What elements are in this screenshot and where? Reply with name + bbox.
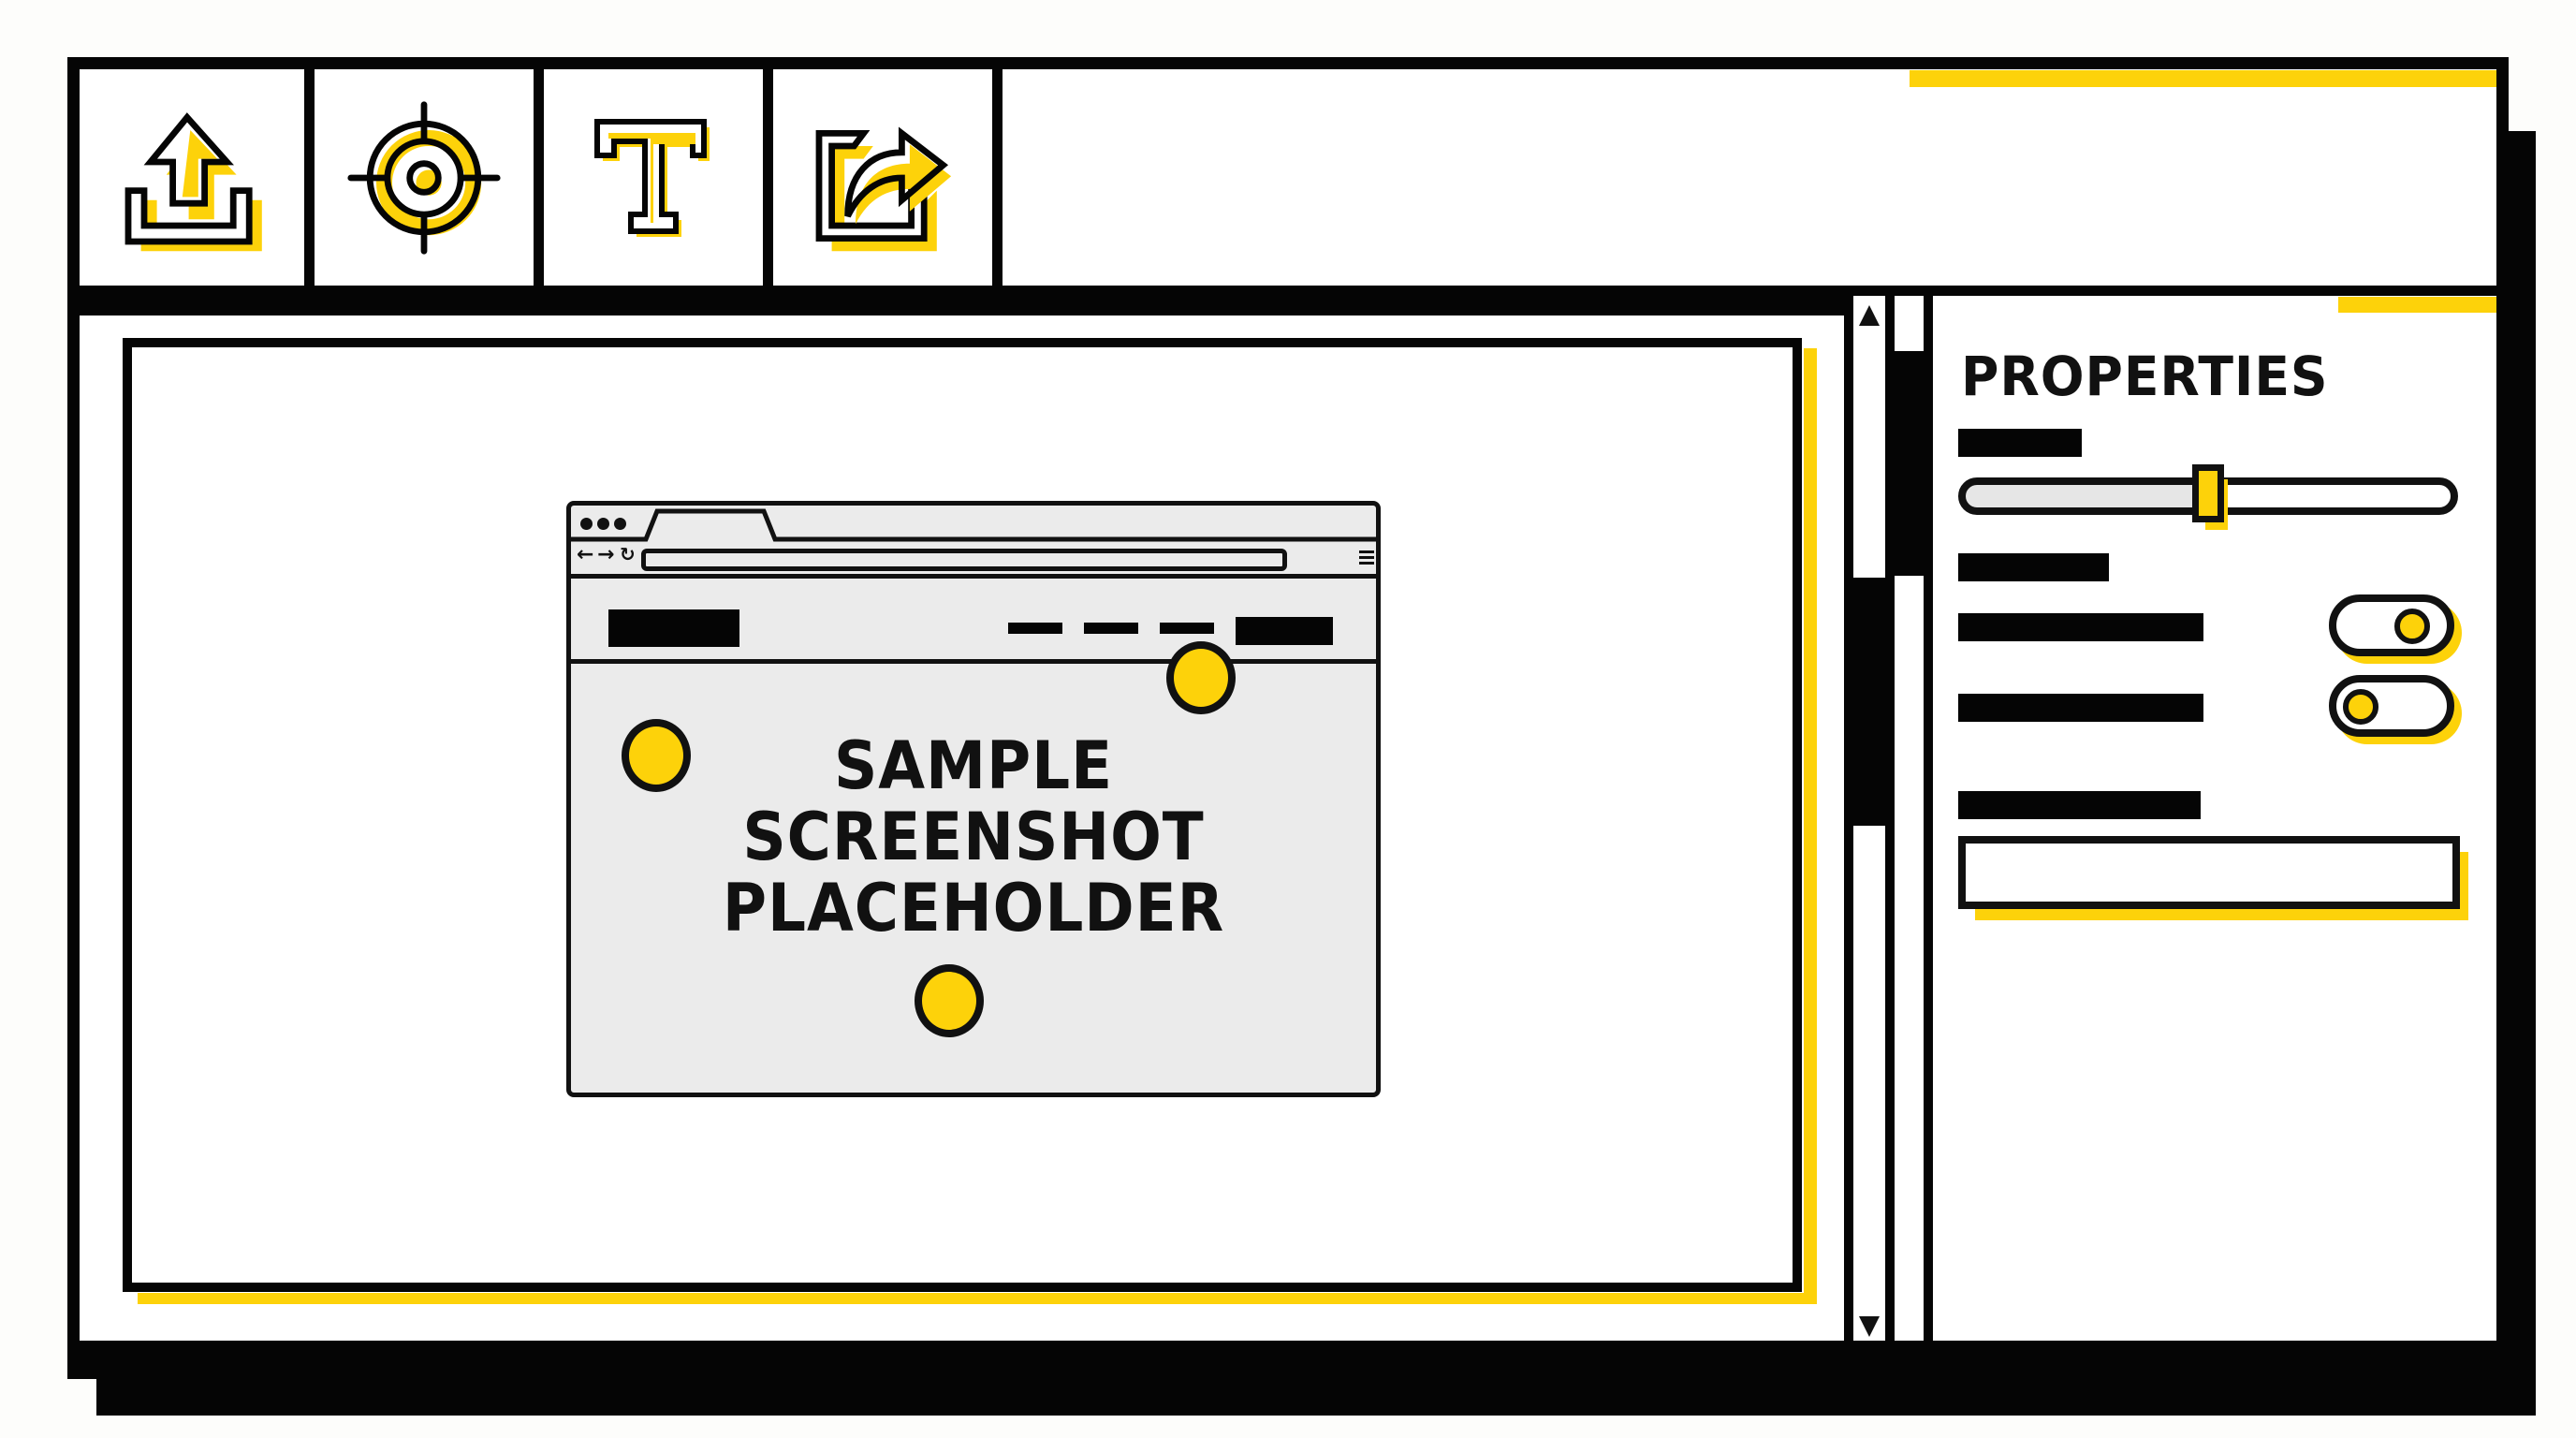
address-row: ← → ↻ — [571, 541, 1376, 579]
annotation-dot[interactable] — [622, 719, 691, 792]
scrollbar-divider — [1844, 296, 1853, 1341]
property-text-input[interactable] — [1958, 836, 2460, 909]
placeholder-text: SAMPLE SCREENSHOT PLACEHOLDER — [571, 730, 1376, 944]
toolbar-divider — [304, 69, 315, 286]
site-header — [571, 583, 1376, 664]
nav-link-bar — [1084, 623, 1138, 634]
window-dot-icon — [580, 518, 593, 530]
reload-icon: ↻ — [620, 543, 636, 565]
text-t-icon — [594, 118, 710, 237]
scroll-up-arrow-icon[interactable] — [1859, 305, 1880, 326]
placeholder-line: SCREENSHOT — [742, 799, 1205, 875]
annotation-dot[interactable] — [1166, 641, 1236, 714]
canvas-shadow-bottom — [138, 1293, 1817, 1304]
logo-block — [608, 609, 739, 647]
annotation-dot[interactable] — [915, 964, 984, 1037]
toolbar-divider — [992, 69, 1003, 286]
properties-title: PROPERTIES — [1961, 345, 2329, 408]
panel-scrollbar[interactable] — [1895, 296, 1924, 1341]
nav-link-bar — [1008, 623, 1062, 634]
url-bar — [641, 549, 1287, 571]
property-label — [1958, 694, 2203, 722]
property-label — [1958, 613, 2203, 641]
slider-thumb[interactable] — [2192, 464, 2224, 522]
share-export-icon — [815, 125, 952, 251]
toolbar-divider — [763, 69, 773, 286]
property-label — [1958, 429, 2082, 457]
toolbar-accent-bar — [1910, 70, 2496, 87]
forward-arrow-icon: → — [597, 543, 615, 566]
toolbar-bottom-border — [80, 286, 2496, 296]
nav-button-block — [1236, 617, 1333, 645]
panel-divider — [1924, 296, 1933, 1341]
text-tool-button[interactable] — [544, 69, 763, 286]
target-button[interactable] — [315, 69, 534, 286]
window-dot-icon — [597, 518, 609, 530]
scrollbar-thumb[interactable] — [1853, 578, 1885, 826]
toggle-switch-on[interactable] — [2329, 594, 2454, 656]
vertical-scrollbar[interactable] — [1853, 296, 1885, 1341]
nav-link-bar — [1160, 623, 1214, 634]
menu-icon — [1359, 550, 1374, 565]
toolbar-divider — [534, 69, 544, 286]
property-label — [1958, 791, 2201, 819]
canvas-shadow-right — [1804, 348, 1817, 1304]
scrollbar-divider — [1885, 296, 1895, 1341]
property-label — [1958, 553, 2109, 581]
window-dot-icon — [614, 518, 626, 530]
panel-scrollbar-thumb[interactable] — [1895, 351, 1924, 576]
canvas-top-border — [80, 296, 1844, 315]
placeholder-line: PLACEHOLDER — [722, 870, 1225, 946]
crosshair-target-icon — [347, 100, 501, 255]
upload-icon — [124, 111, 262, 251]
properties-accent-bar — [2338, 297, 2496, 313]
toggle-switch-off[interactable] — [2329, 675, 2454, 737]
export-button[interactable] — [773, 69, 992, 286]
upload-button[interactable] — [80, 69, 304, 286]
scroll-down-arrow-icon[interactable] — [1859, 1316, 1880, 1337]
back-arrow-icon: ← — [577, 543, 594, 566]
tab-strip — [571, 506, 1376, 542]
placeholder-line: SAMPLE — [833, 727, 1114, 804]
browser-tab — [571, 508, 1376, 542]
